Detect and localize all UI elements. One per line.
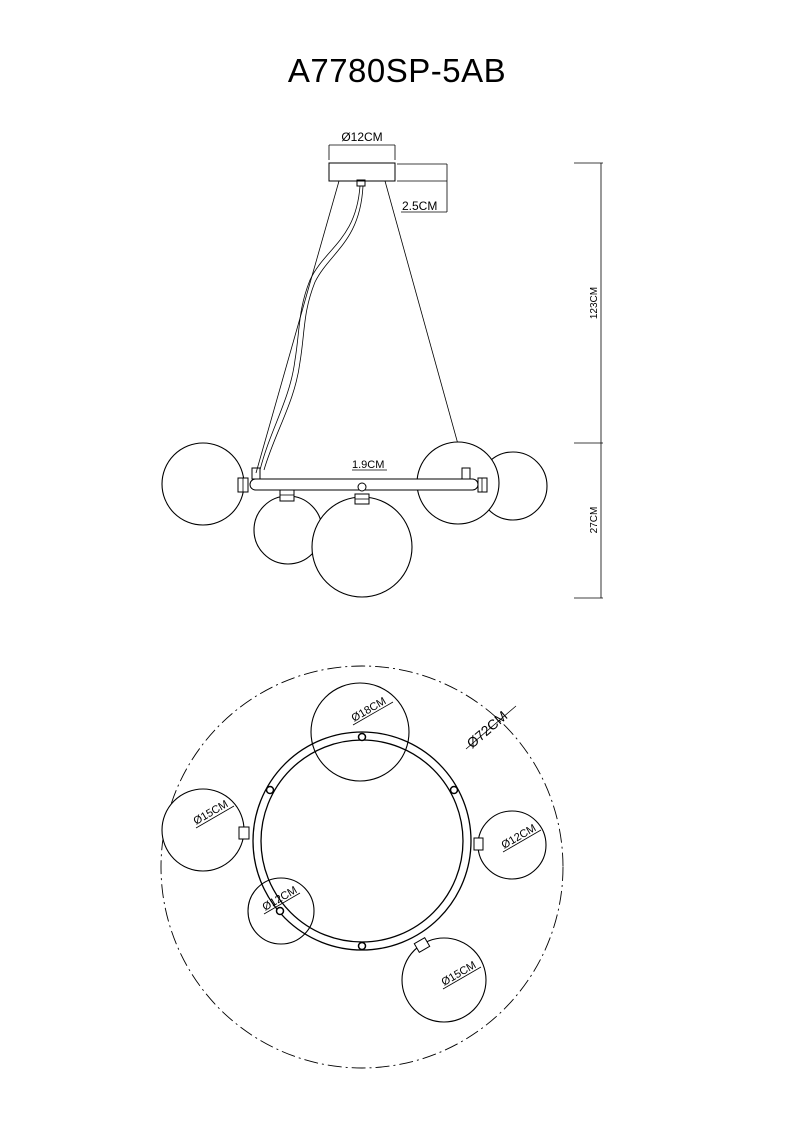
- suspension-wire-right: [384, 180, 467, 474]
- ring-mount-right: [449, 785, 459, 795]
- height-dimension: 123CM 27CM: [574, 162, 603, 599]
- top-holder-left: [238, 826, 250, 840]
- body-height-label: 27CM: [589, 507, 600, 534]
- canopy-height-label: 2.5CM: [402, 199, 437, 213]
- model-title: A7780SP-5AB: [287, 52, 507, 89]
- canopy: [328, 162, 396, 182]
- top-globe-15-left: [161, 788, 245, 872]
- overall-envelope: [160, 665, 564, 1069]
- globe-small-lower: [253, 495, 323, 565]
- canopy-height-dimension: 2.5CM: [397, 163, 448, 213]
- top-holder-bottom: [413, 936, 431, 954]
- side-view: Ø12CM 2.5CM 123CM 27CM: [161, 130, 603, 599]
- ring-mount-lower-left: [275, 906, 285, 916]
- ring-mount-left: [265, 785, 275, 795]
- top-holder-right: [473, 837, 484, 851]
- power-cable: [259, 185, 361, 471]
- center-connector: [357, 482, 367, 492]
- canopy-cable-gland: [356, 179, 366, 187]
- tube-diameter-dimension: 1.9CM: [352, 459, 387, 471]
- top-view: Ø72CM Ø18CM Ø15CM Ø12CM Ø12CM Ø15CM: [160, 665, 564, 1069]
- canopy-diameter-label: Ø12CM: [341, 130, 382, 144]
- power-cable-inner: [263, 185, 364, 471]
- overall-diameter-label: Ø72CM: [463, 708, 510, 752]
- ring-mount-bottom: [357, 941, 367, 951]
- suspension-wire-left: [255, 180, 340, 474]
- ring-mount-top: [357, 732, 367, 742]
- canopy-diameter-dimension: Ø12CM: [328, 130, 396, 160]
- wire-clamp-left: [251, 467, 261, 480]
- holder-small: [279, 489, 295, 502]
- wire-clamp-right: [461, 467, 471, 480]
- suspension-height-label: 123CM: [589, 287, 600, 319]
- globe-large-center: [311, 496, 413, 598]
- holder-right: [477, 477, 488, 493]
- tube-diameter-label: 1.9CM: [352, 459, 384, 471]
- globe-far-left: [161, 442, 245, 526]
- top-globe-15-bottom: [401, 937, 487, 1023]
